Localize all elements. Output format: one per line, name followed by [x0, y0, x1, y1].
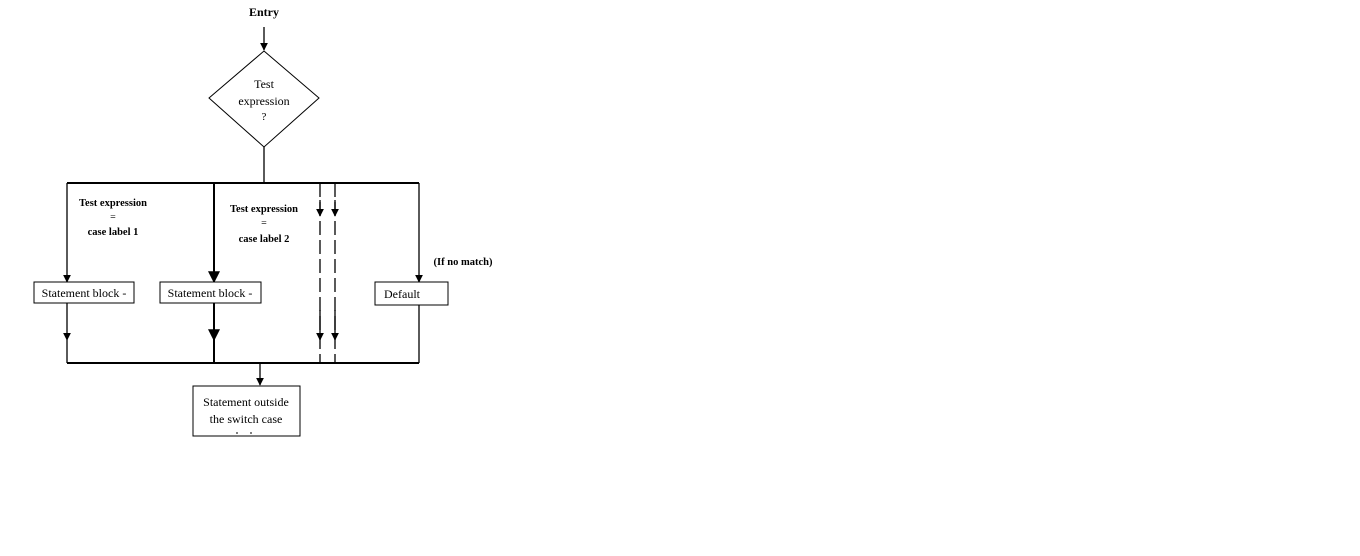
- default-block: [374, 281, 449, 306]
- decision-label-line1: Test: [254, 77, 274, 91]
- no-match-label: (If no match): [434, 257, 493, 268]
- statement-block-1: [33, 281, 135, 304]
- entry-label: Entry: [249, 5, 279, 19]
- statement-block-2: [159, 281, 262, 304]
- statement-block-2-label: Statement block -: [168, 286, 253, 300]
- decision-label-line3: ?: [262, 111, 267, 123]
- case1-condition-line3: case label 1: [88, 227, 139, 238]
- case1-condition-line1: Test expression: [79, 198, 147, 209]
- statement-block-1-label: Statement block -: [42, 286, 127, 300]
- case2-condition-line2: =: [261, 218, 267, 229]
- case1-condition-line2: =: [110, 212, 116, 223]
- case2-condition-line3: case label 2: [239, 234, 290, 245]
- default-block-label: Default: [384, 287, 421, 301]
- decision-label-line2: expression: [238, 94, 289, 108]
- outside-statement-line2: the switch case: [210, 412, 283, 426]
- outside-statement-line1: Statement outside: [203, 395, 289, 409]
- case2-condition-line1: Test expression: [230, 204, 298, 215]
- outside-statement-box: [192, 385, 301, 437]
